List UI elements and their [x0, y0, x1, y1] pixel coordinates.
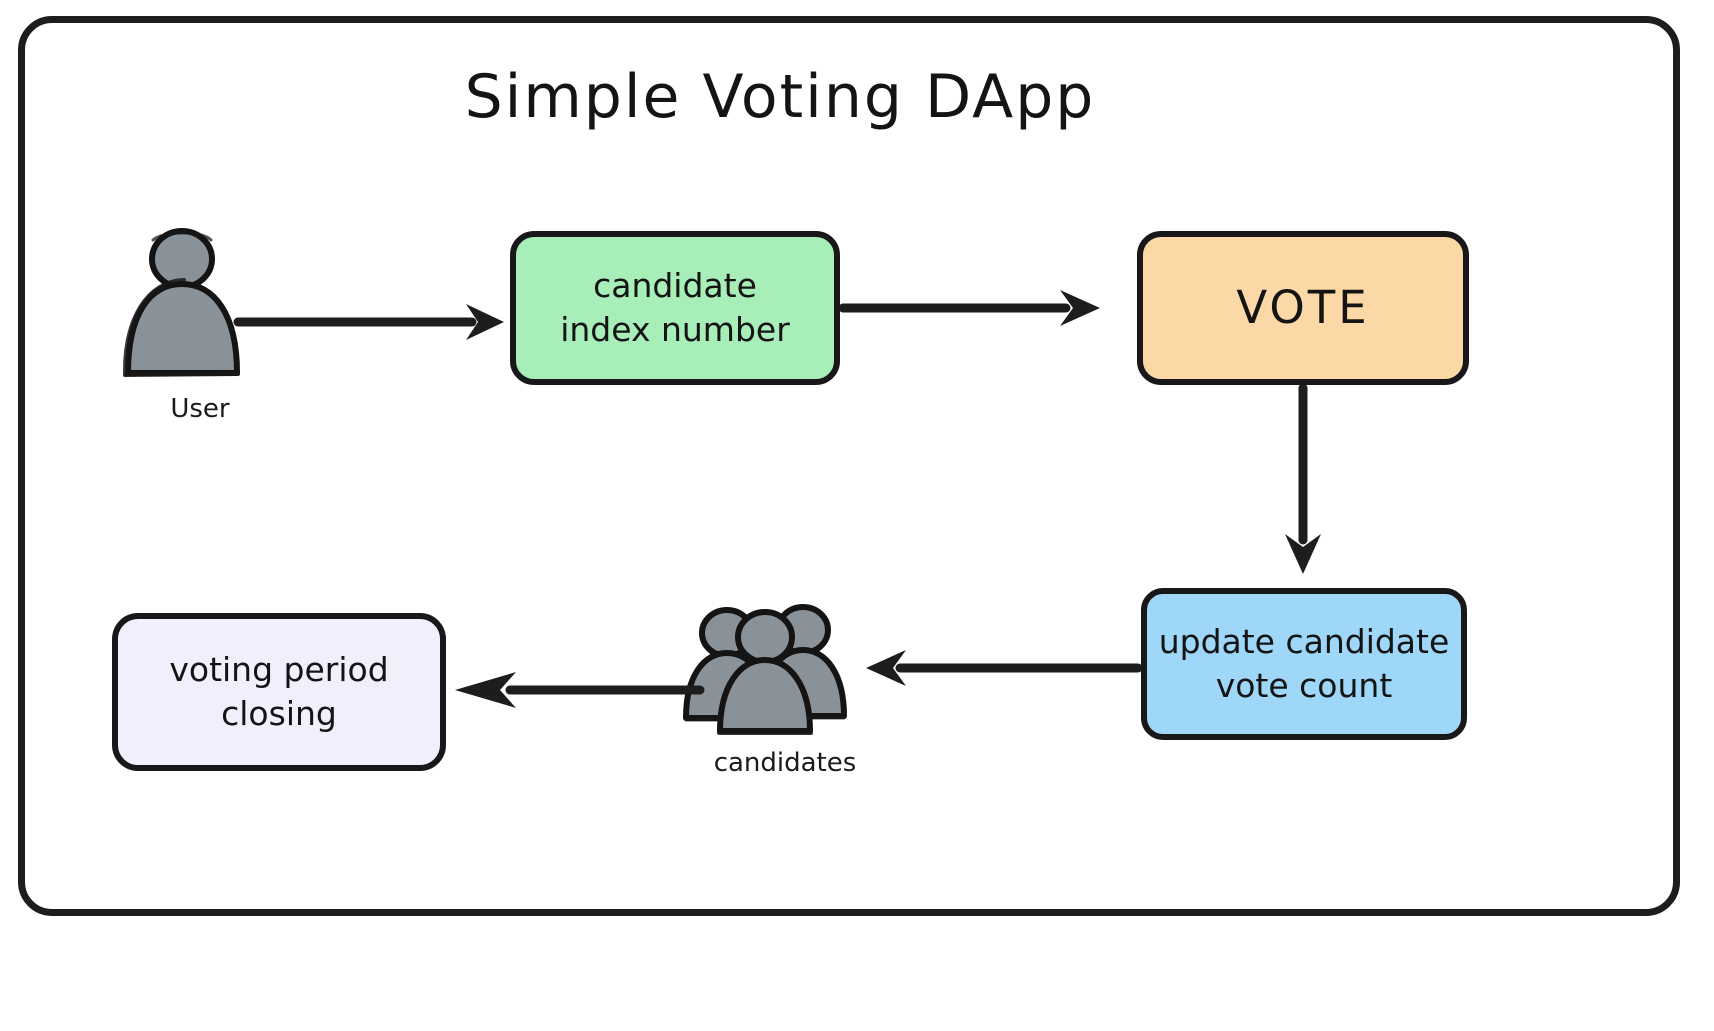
node-update-count-line2: vote count	[1215, 666, 1393, 705]
node-update-candidate-vote-count[interactable]: update candidate vote count	[1141, 588, 1467, 740]
actor-label-candidates: candidates	[713, 748, 857, 778]
diagram-title: Simple Voting DApp	[464, 62, 1096, 132]
diagram-outer-frame	[18, 16, 1680, 916]
node-vote[interactable]: VOTE	[1137, 231, 1469, 385]
node-voting-closing-line1: voting period	[169, 650, 389, 690]
node-vote-label: VOTE	[1236, 281, 1370, 335]
node-update-count-line1: update candidate	[1158, 622, 1450, 662]
node-voting-period-closing[interactable]: voting period closing	[112, 613, 446, 771]
node-voting-closing-line2: closing	[221, 694, 337, 733]
node-candidate-index-number[interactable]: candidate index number	[510, 231, 840, 385]
node-candidate-index-line2: index number	[560, 310, 790, 349]
node-candidate-index-line1: candidate	[593, 266, 757, 306]
actor-label-user: User	[170, 394, 230, 424]
